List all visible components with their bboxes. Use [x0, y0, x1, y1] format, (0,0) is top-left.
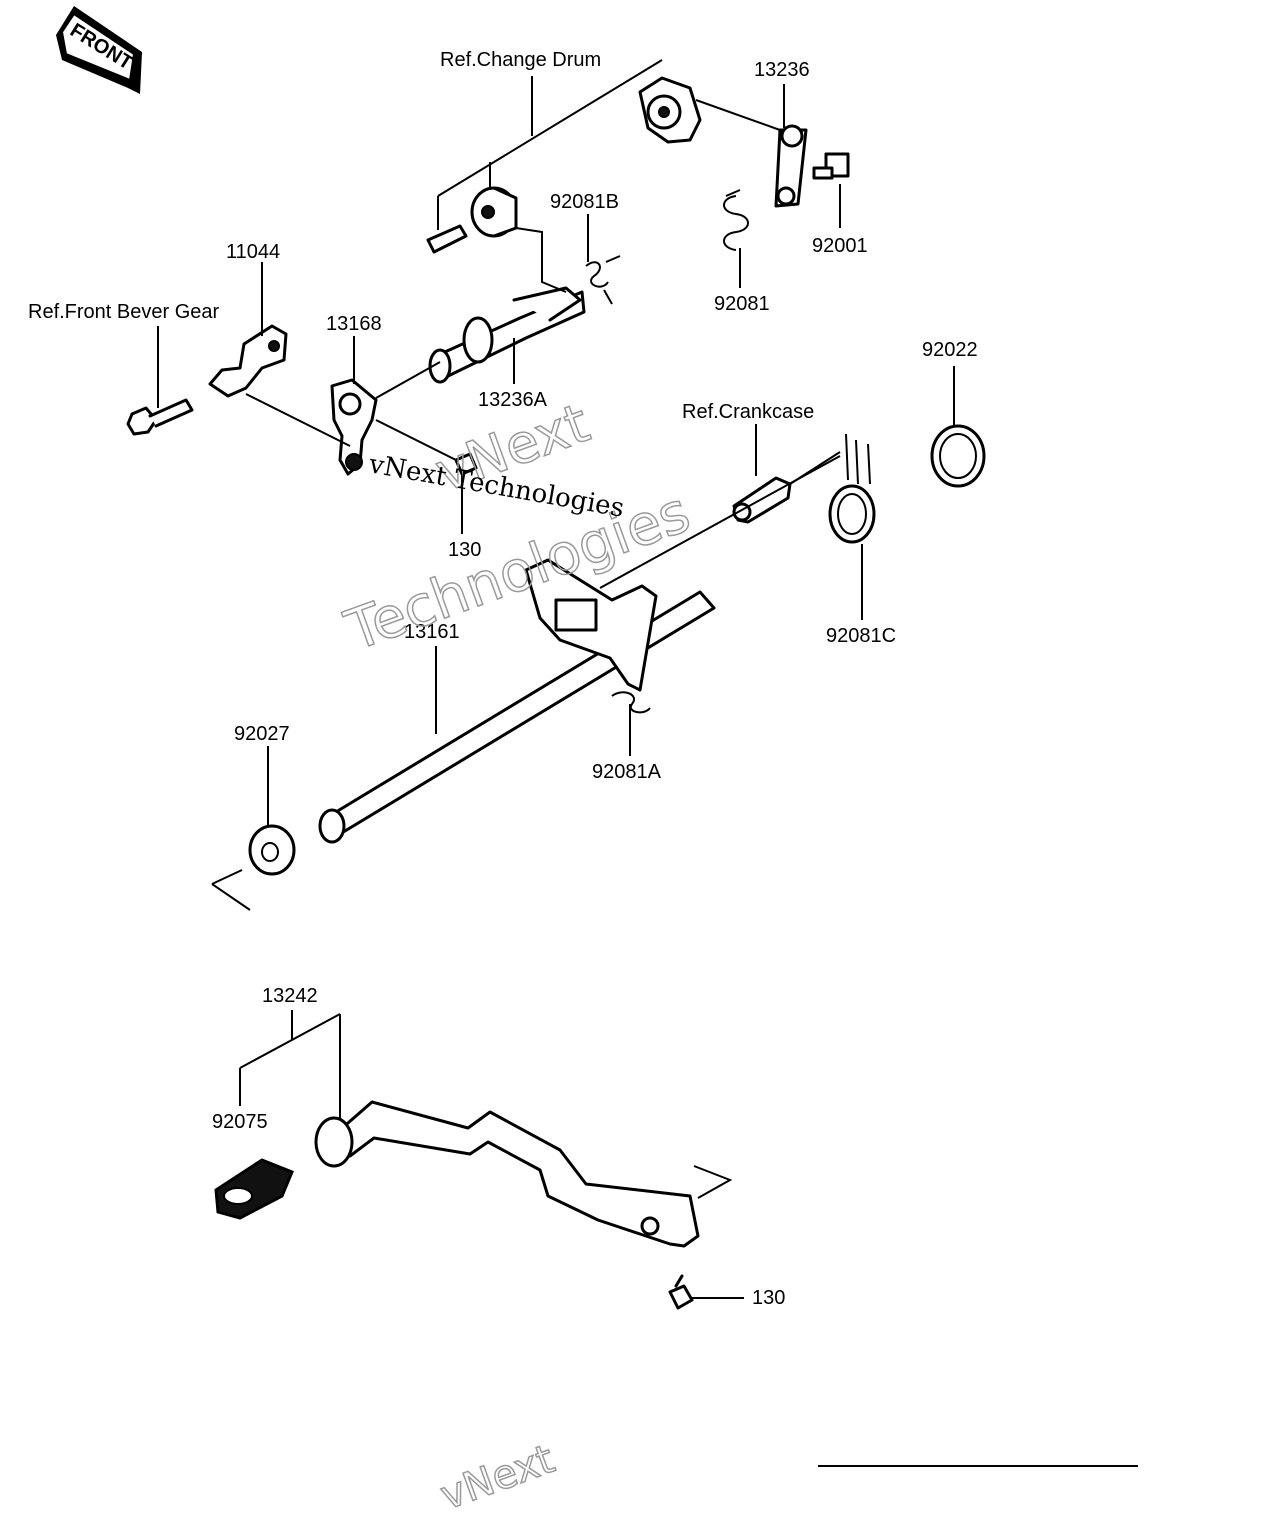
label-13242: 13242	[262, 985, 318, 1007]
part-130-upper-bolt	[454, 452, 478, 476]
label-92081B: 92081B	[550, 191, 619, 213]
part-92081C-spring	[828, 433, 876, 544]
label-ref-change-drum: Ref.Change Drum	[440, 49, 601, 71]
label-92081: 92081	[714, 293, 770, 315]
label-92001: 92001	[812, 235, 868, 257]
label-ref-front-bever-gear: Ref.Front Bever Gear	[28, 301, 220, 323]
part-92075-rubber	[214, 1158, 294, 1220]
change-drum-pin	[426, 186, 518, 254]
label-92027: 92027	[234, 723, 290, 745]
label-11044: 11044	[226, 241, 280, 263]
label-13161: 13161	[404, 621, 460, 643]
label-92081C: 92081C	[826, 625, 896, 647]
part-92081A-spring	[611, 691, 651, 714]
label-13236: 13236	[754, 59, 810, 81]
label-92081A: 92081A	[592, 761, 662, 783]
part-13242-shift-pedal	[314, 1100, 700, 1248]
change-drum-cam	[638, 76, 702, 144]
watermark: vNext Technologies vNext Technologies vN…	[336, 390, 699, 1520]
part-130-lower-bolt	[668, 1274, 694, 1310]
part-92001-bolt	[812, 152, 850, 180]
part-92022-washer	[930, 424, 986, 488]
part-92081-spring	[723, 189, 749, 251]
part-13161-shift-shaft	[318, 558, 716, 844]
label-ref-crankcase: Ref.Crankcase	[682, 401, 814, 423]
label-92075: 92075	[212, 1111, 268, 1133]
part-13168-arm	[330, 378, 378, 476]
label-130-lower: 130	[752, 1287, 785, 1309]
front-arrow-badge: FRONT	[56, 6, 142, 94]
part-13236-lever	[774, 124, 808, 208]
watermark-bottom: vNext	[435, 1436, 561, 1519]
part-11044-bracket	[208, 324, 288, 398]
part-92081B-spring	[585, 255, 621, 305]
front-bevel-gear-bolt	[126, 398, 194, 436]
label-13236A: 13236A	[478, 389, 548, 411]
label-92022: 92022	[922, 339, 978, 361]
label-130-upper: 130	[448, 539, 481, 561]
leader-lines	[157, 59, 1138, 1467]
part-92027-seal	[248, 824, 296, 876]
label-13168: 13168	[326, 313, 382, 335]
part-13236A-shaft	[428, 286, 586, 384]
